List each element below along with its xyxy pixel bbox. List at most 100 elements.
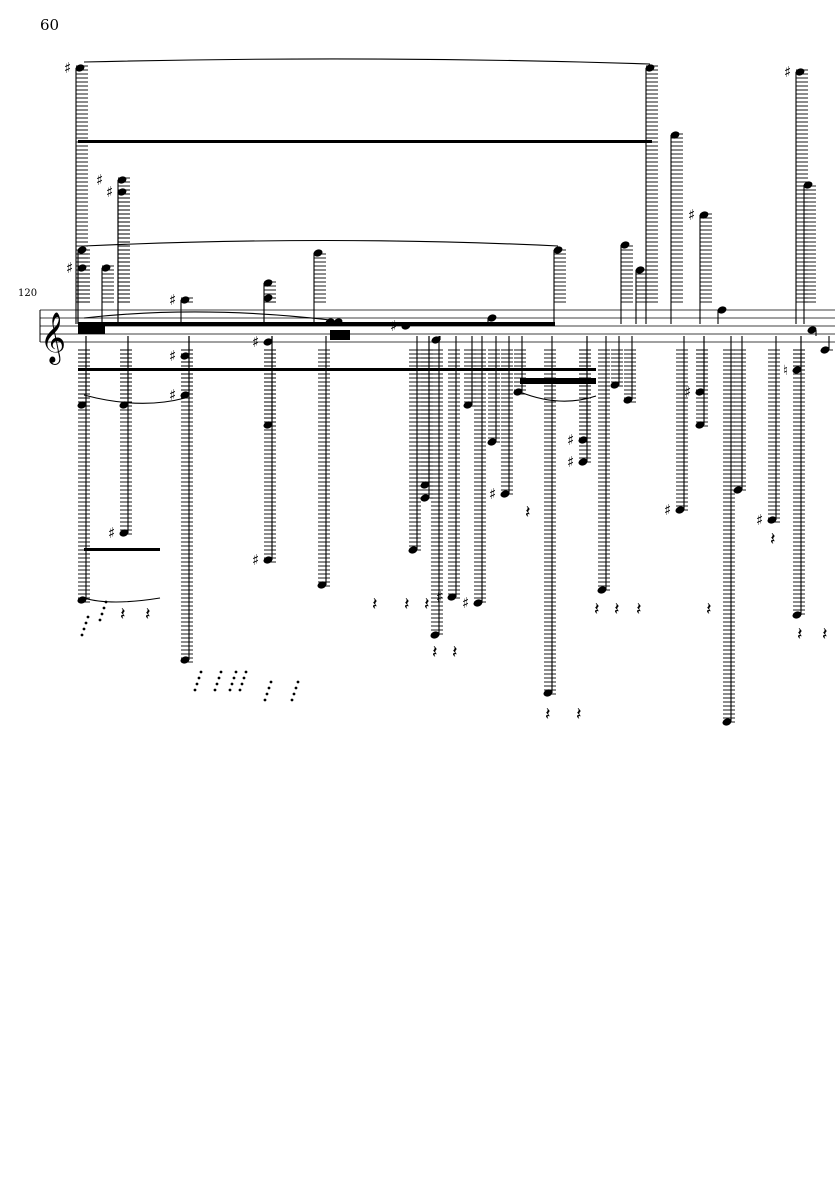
sharp-icon: ♯ [169,386,176,404]
natural-icon: ♮ [783,363,788,379]
notehead [635,266,645,274]
tremolo-dot [269,680,273,684]
tremolo-dot [230,682,234,686]
note: ♯ [462,336,486,612]
notehead [473,599,483,607]
note: ♯ [169,336,193,365]
sharp-icon: ♯ [784,63,791,81]
notehead [803,181,813,189]
note [645,64,658,324]
tremolo-dot [294,686,298,690]
notehead [420,481,430,489]
note [803,181,816,324]
note [317,336,330,589]
notehead [180,352,190,360]
notehead [695,421,705,429]
notehead [431,336,441,344]
notehead [487,438,497,446]
notehead [263,338,273,346]
note [792,336,805,619]
tremolo-dot [197,676,201,680]
tremolo-dot [238,688,242,692]
note [610,336,623,389]
note: ♯ [252,336,276,569]
tremolo-dot [86,615,90,619]
beams [78,140,652,551]
quarter-rest-icon: 𝄽 [770,529,776,550]
tremolo-dot [244,670,248,674]
note [119,336,132,409]
notehead [623,396,633,404]
beam [330,330,350,340]
note [431,336,441,344]
note [77,336,90,409]
notehead [792,611,802,619]
note [620,241,633,324]
tremolo-dot [80,633,84,637]
notehead [645,64,655,72]
sharp-icon: ♯ [66,259,73,277]
notehead [263,294,273,302]
notehead [180,656,190,664]
note [101,264,114,324]
note: ♯ [664,336,688,519]
notehead [500,490,510,498]
note: ♮ [783,336,805,379]
sharp-icon: ♯ [756,511,763,529]
notehead [675,506,685,514]
notehead [313,249,323,257]
notehead [610,381,620,389]
notehead [699,211,709,219]
notehead [513,388,523,396]
notehead [597,586,607,594]
notehead [795,68,805,76]
tremolo-dot [199,670,203,674]
tremolo-dot [219,670,223,674]
sharp-icon: ♯ [252,333,259,351]
note [77,336,90,604]
sharp-icon: ♯ [96,171,103,189]
quarter-rest-icon: 𝄽 [594,599,600,620]
notehead [487,314,497,322]
note [733,336,746,494]
quarter-rest-icon: 𝄽 [636,599,642,620]
quarter-rest-icon: 𝄽 [576,704,582,725]
notehead [77,401,87,409]
tremolo-dot [100,612,104,616]
note: ♯ [567,336,591,471]
sharp-icon: ♯ [489,485,496,503]
tremolo-dot [217,676,221,680]
tremolo-dot [267,686,271,690]
notehead [543,689,553,697]
slur [83,239,559,247]
notehead [807,326,817,334]
notehead [553,246,563,254]
sharp-icon: ♯ [462,594,469,612]
note [487,336,500,446]
note [717,306,727,324]
notehead [408,546,418,554]
tremolo-dot [82,627,86,631]
page-number: 60 [40,16,60,34]
tremolo-dot [195,682,199,686]
tremolo-dot [84,621,88,625]
notehead [717,306,727,314]
tremolo-dot [290,698,294,702]
quarter-rest-icon: 𝄽 [614,599,620,620]
notehead [578,458,588,466]
tremolo-dot [104,600,108,604]
note [408,336,421,554]
notehead [620,241,630,249]
note [263,294,276,324]
quarter-rest-icon: 𝄽 [145,604,151,625]
note [430,336,443,639]
quarter-rest-icon: 𝄽 [822,624,828,645]
note [513,336,526,396]
sharp-icon: ♯ [252,551,259,569]
note: ♯ [64,59,88,324]
note: ♯ [784,63,808,324]
notehead [101,264,111,272]
sharp-icon: ♯ [688,206,695,224]
slur [519,391,597,402]
